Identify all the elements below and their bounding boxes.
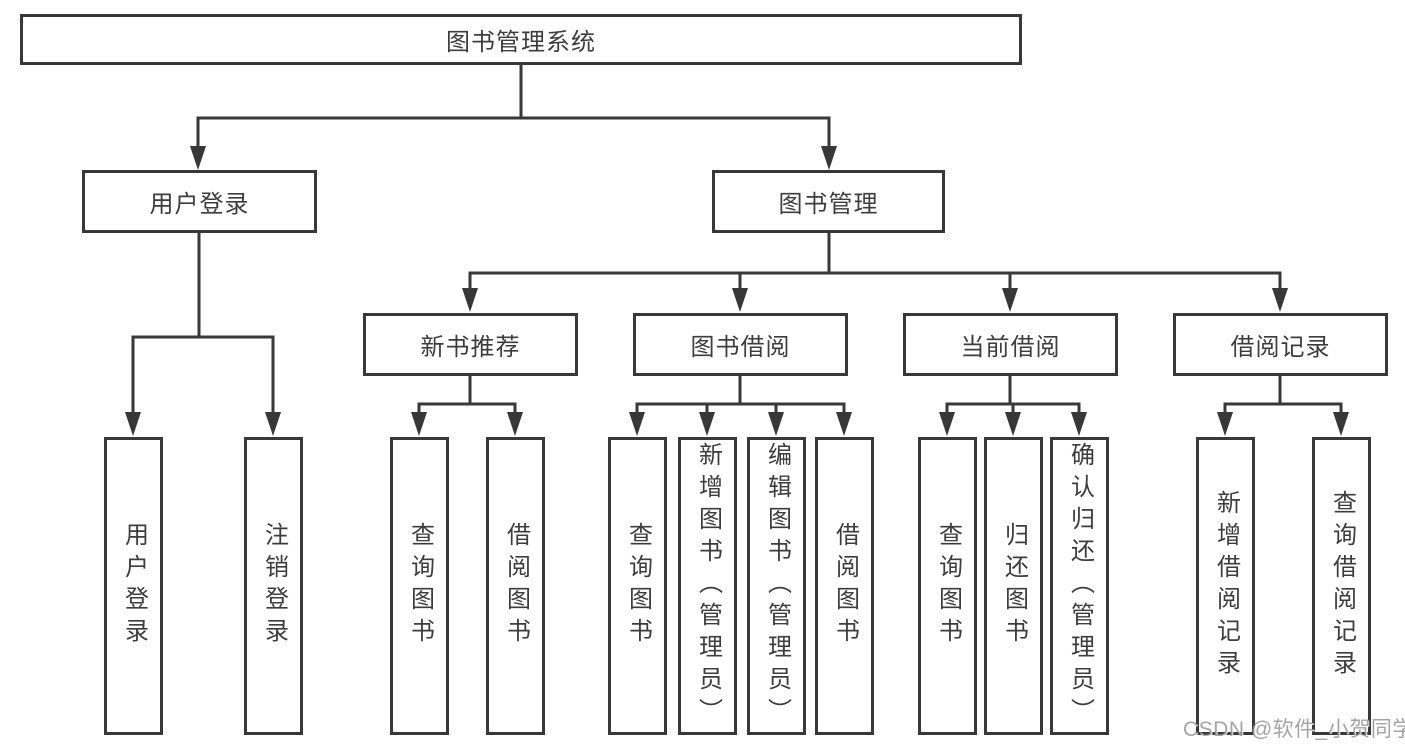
- leaf-recommend-query-books-label: 查询图书: [406, 522, 434, 650]
- node-book-borrow-label: 图书借阅: [690, 334, 791, 361]
- leaf-user-login-label: 用户登录: [120, 522, 148, 650]
- leaf-borrow-books: 借阅图书: [815, 437, 874, 735]
- node-new-book-recommend: 新书推荐: [363, 313, 578, 376]
- leaf-recommend-borrow-books-label: 借阅图书: [502, 522, 530, 650]
- leaf-add-borrow-record: 新增借阅记录: [1196, 437, 1255, 735]
- leaf-current-query-books-label: 查询图书: [934, 522, 962, 650]
- node-new-book-recommend-label: 新书推荐: [420, 334, 521, 361]
- leaf-return-books-label: 归还图书: [1000, 522, 1028, 650]
- leaf-borrow-books-label: 借阅图书: [831, 522, 859, 650]
- leaf-current-query-books: 查询图书: [918, 437, 977, 735]
- csdn-watermark: CSDN @软件_小贺同学: [1183, 718, 1405, 741]
- leaf-user-login: 用户登录: [104, 437, 163, 735]
- leaf-confirm-return-admin-label: 确认归还（管理员）: [1066, 442, 1094, 730]
- node-current-borrow: 当前借阅: [903, 313, 1118, 376]
- leaf-query-borrow-record: 查询借阅记录: [1312, 437, 1371, 735]
- leaf-borrow-query-books: 查询图书: [608, 437, 667, 735]
- leaf-add-books-admin-label: 新增图书（管理员）: [694, 442, 722, 730]
- node-root-label: 图书管理系统: [446, 29, 596, 56]
- leaf-logout: 注销登录: [244, 437, 303, 735]
- node-book-management-label: 图书管理: [778, 191, 879, 218]
- leaf-return-books: 归还图书: [984, 437, 1043, 735]
- node-borrow-records-label: 借阅记录: [1230, 334, 1331, 361]
- leaf-query-borrow-record-label: 查询借阅记录: [1328, 490, 1356, 682]
- leaf-add-borrow-record-label: 新增借阅记录: [1212, 490, 1240, 682]
- leaf-logout-label: 注销登录: [260, 522, 288, 650]
- node-book-borrow: 图书借阅: [633, 313, 848, 376]
- leaf-borrow-query-books-label: 查询图书: [624, 522, 652, 650]
- node-borrow-records: 借阅记录: [1173, 313, 1388, 376]
- node-root: 图书管理系统: [20, 14, 1022, 65]
- arrow-down-icons: [125, 146, 1349, 436]
- leaf-edit-books-admin-label: 编辑图书（管理员）: [763, 442, 791, 730]
- node-user-login-label: 用户登录: [149, 191, 250, 218]
- leaf-recommend-borrow-books: 借阅图书: [486, 437, 545, 735]
- leaf-confirm-return-admin: 确认归还（管理员）: [1050, 437, 1109, 735]
- node-current-borrow-label: 当前借阅: [960, 334, 1061, 361]
- node-book-management: 图书管理: [712, 170, 945, 233]
- node-user-login: 用户登录: [82, 170, 317, 233]
- leaf-recommend-query-books: 查询图书: [390, 437, 449, 735]
- leaf-add-books-admin: 新增图书（管理员）: [678, 437, 737, 735]
- leaf-edit-books-admin: 编辑图书（管理员）: [747, 437, 806, 735]
